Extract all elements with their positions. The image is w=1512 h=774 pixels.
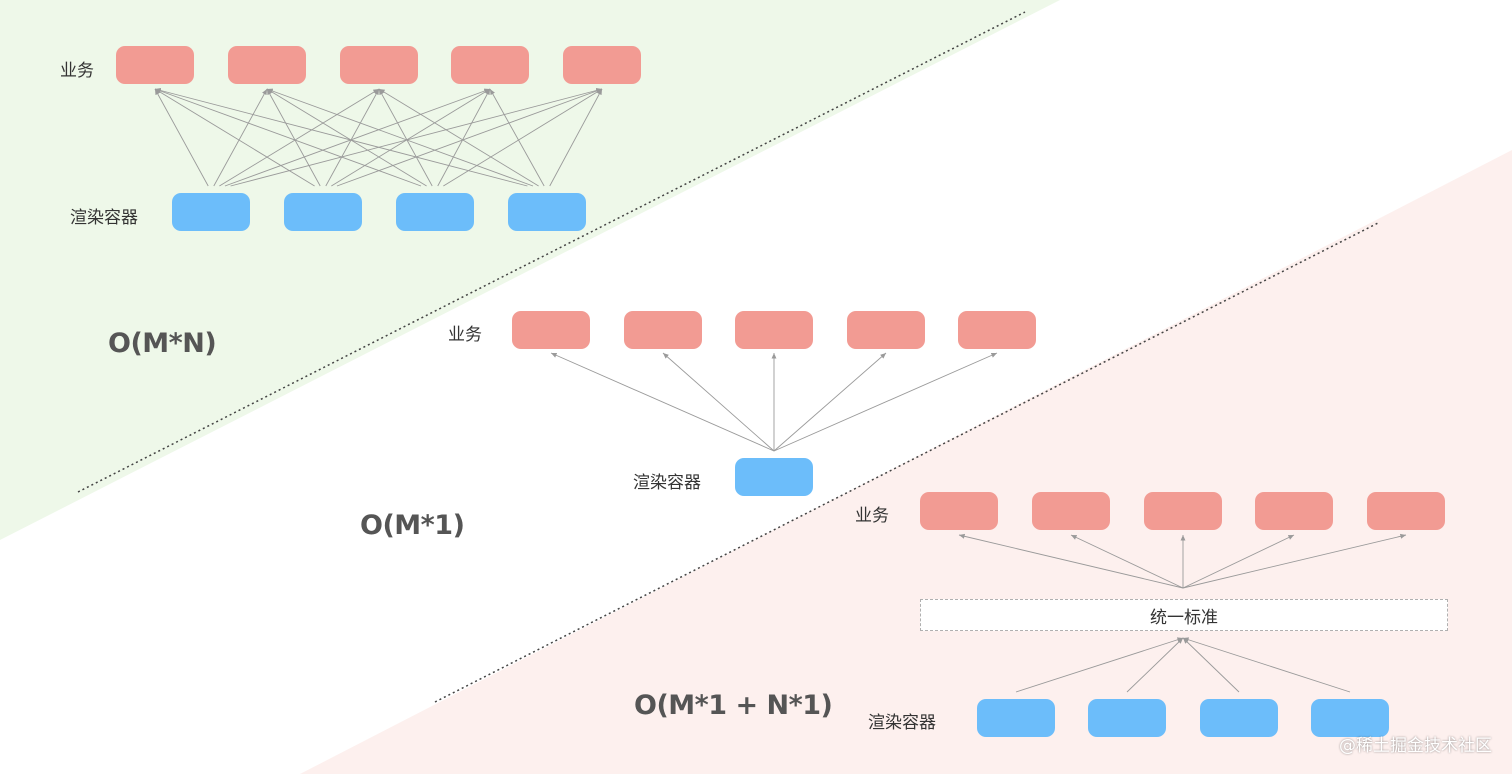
- connector-arrow: [550, 352, 775, 452]
- divider-line-2: [434, 221, 1381, 703]
- connector-arrow: [219, 88, 380, 187]
- connector-arrow: [773, 352, 998, 452]
- panel1-render-box: [396, 193, 474, 231]
- connector-arrow: [1070, 534, 1184, 589]
- watermark: @稀土掘金技术社区: [1339, 736, 1492, 756]
- connector-arrow: [1015, 637, 1184, 693]
- connector-arrow: [266, 88, 534, 187]
- connector-arrow: [230, 87, 603, 187]
- panel2-business-box: [735, 311, 813, 349]
- connector-arrow: [331, 88, 491, 187]
- connector-arrow: [1182, 534, 1295, 589]
- connector-arrow: [266, 88, 321, 187]
- panel2-business-box: [847, 311, 925, 349]
- panel2-business-box: [512, 311, 590, 349]
- panel2-render-box: [735, 458, 813, 496]
- connector-arrow: [224, 88, 491, 187]
- panel2-business-box: [624, 311, 702, 349]
- panel2-render-label: 渲染容器: [633, 473, 701, 493]
- connector-arrow: [213, 88, 268, 187]
- connector-arrow: [266, 88, 427, 187]
- panel3-render-box: [977, 699, 1055, 737]
- panel3-render-box: [1200, 699, 1278, 737]
- panel1-render-label: 渲染容器: [70, 208, 138, 228]
- panel1-render-box: [172, 193, 250, 231]
- connector-arrow: [378, 88, 539, 187]
- panel1-business-box: [116, 46, 194, 84]
- unified-standard-box: 统一标准: [920, 599, 1448, 631]
- top-left-background: [0, 0, 1060, 540]
- panel1-render-box: [284, 193, 362, 231]
- panel1-business-label: 业务: [60, 61, 94, 81]
- connector-arrow: [154, 88, 422, 187]
- panel1-render-box: [508, 193, 586, 231]
- panel1-business-box: [228, 46, 306, 84]
- panel3-formula: O(M*1 + N*1): [634, 690, 833, 721]
- panel3-business-box: [1032, 492, 1110, 530]
- connector-arrow: [1182, 637, 1240, 693]
- panel3-render-box: [1311, 699, 1389, 737]
- connector-arrow: [1126, 637, 1184, 693]
- panel2-business-box: [958, 311, 1036, 349]
- connector-arrow: [1182, 533, 1407, 589]
- connector-arrow: [154, 88, 209, 187]
- connector-arrow: [773, 352, 887, 452]
- panel3-render-box: [1088, 699, 1166, 737]
- connector-arrow: [154, 87, 528, 187]
- panel3-business-box: [1144, 492, 1222, 530]
- connector-arrow: [662, 352, 775, 452]
- connector-arrow: [489, 88, 545, 187]
- divider-line-1: [77, 11, 1026, 493]
- panel3-business-box: [1367, 492, 1445, 530]
- connector-arrow: [437, 88, 491, 187]
- connector-arrow: [378, 88, 433, 187]
- panel2-formula: O(M*1): [360, 510, 465, 541]
- panel3-business-box: [1255, 492, 1333, 530]
- panel2-business-label: 业务: [448, 325, 482, 345]
- connector-arrow: [1182, 637, 1351, 693]
- connector-arrow: [549, 88, 603, 187]
- connector-arrow: [325, 88, 380, 187]
- arrows-group: [154, 87, 1407, 693]
- panel1-formula: O(M*N): [108, 328, 217, 359]
- panel3-business-label: 业务: [855, 506, 889, 526]
- connector-arrow: [958, 533, 1184, 589]
- connector-arrow: [443, 88, 603, 187]
- panel1-business-box: [563, 46, 641, 84]
- connector-arrow: [336, 88, 603, 187]
- panel3-render-label: 渲染容器: [868, 713, 936, 733]
- panel1-business-box: [451, 46, 529, 84]
- panel3-business-box: [920, 492, 998, 530]
- connector-arrow: [154, 88, 315, 187]
- panel1-business-box: [340, 46, 418, 84]
